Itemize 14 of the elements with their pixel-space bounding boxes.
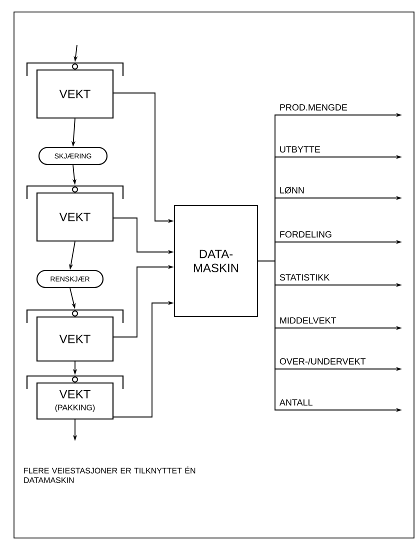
output-label: LØNN xyxy=(280,186,304,194)
output-label: ANTALL xyxy=(279,399,312,406)
output-label: FORDELING xyxy=(280,231,332,238)
scale-box: VEKT xyxy=(36,316,114,362)
caption: FLERE VEIESTASJONER ER TILKNYTTET ÉN DATAMASKIN xyxy=(24,466,196,483)
output-label: OVER-/UNDERVEKT xyxy=(280,358,366,365)
scale-box: VEKT (PAKKING) xyxy=(36,382,114,420)
output-label: STATISTIKK xyxy=(280,274,330,281)
output-label: UTBYTTE xyxy=(280,146,320,153)
output-label: MIDDELVEKT xyxy=(280,317,336,324)
scale-box: VEKT xyxy=(36,192,114,242)
scale-box: VEKT xyxy=(36,69,114,119)
computer-box: DATA- MASKIN xyxy=(174,204,258,318)
output-label: PROD.MENGDE xyxy=(280,104,348,111)
